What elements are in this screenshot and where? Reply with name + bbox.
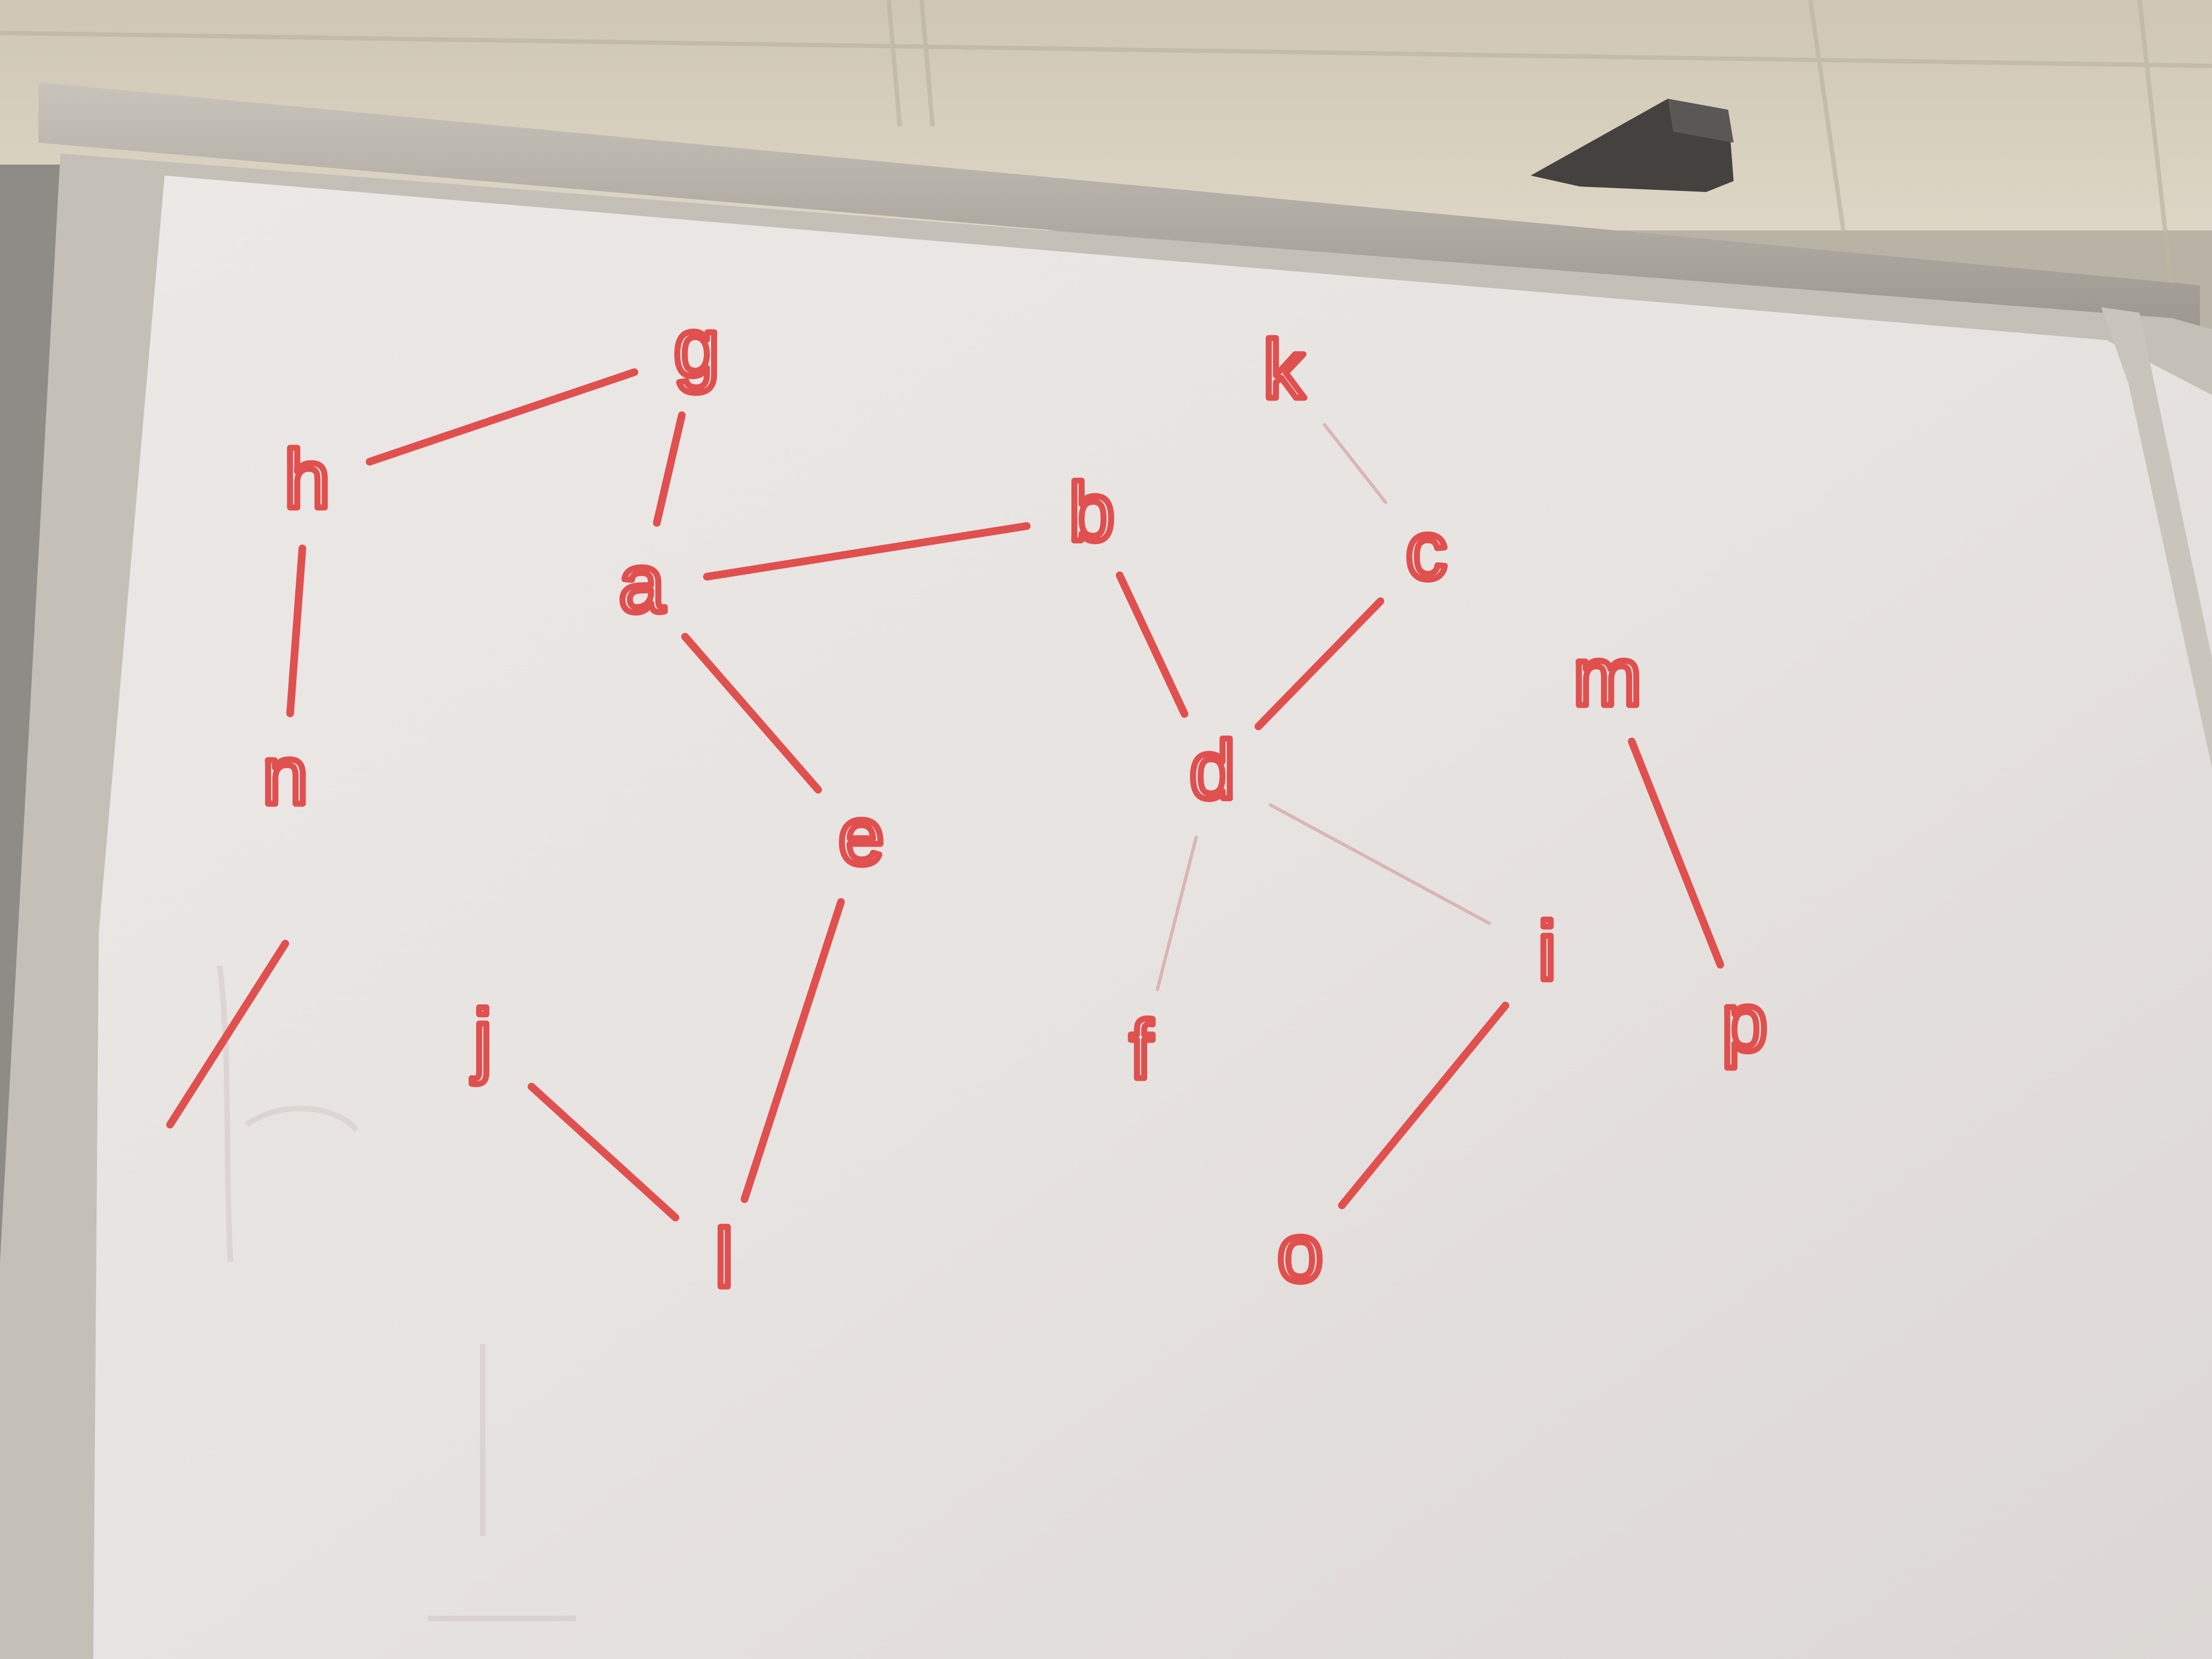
ceiling-grid [0,0,2212,297]
node-label-p: p [1722,976,1767,1068]
graph-nodes: g k h b c a m n d e i j f p o l [259,298,1770,1307]
edge-d-f [1155,836,1198,991]
ghost-residue [217,965,576,1621]
edge-h-n [286,544,307,718]
eraser [1531,99,1734,192]
edge-a-e [681,633,822,794]
node-label-l: l [715,1212,733,1304]
edge-b-d [1115,571,1189,718]
board-surface [93,176,2212,1659]
node-label-d: d [1189,724,1235,816]
node-label-i: i [1538,905,1556,997]
edge-h-g [365,368,639,466]
edge-c-d [1254,597,1385,731]
board-top-rail [38,82,2200,329]
edge-e-l [741,898,845,1203]
edge-i-o [1338,1001,1510,1210]
stray-mark [166,940,289,1128]
node-label-b: b [1069,466,1114,558]
board-right-frame [2101,307,2212,768]
node-label-m: m [1573,630,1642,723]
edge-m-p [1628,737,1724,969]
edge-a-b [703,522,1031,581]
node-label-g: g [674,301,719,393]
node-label-k: k [1263,323,1305,415]
node-label-n: n [262,729,308,821]
node-label-e: e [838,789,884,882]
node-label-a: a [619,537,665,629]
node-label-c: c [1406,504,1447,596]
edge-j-l [527,1082,680,1222]
node-label-h: h [284,433,330,525]
graph-edges [286,368,1724,1222]
edge-g-a [653,411,686,527]
node-label-o: o [1277,1206,1323,1299]
node-label-j: j [471,992,492,1085]
node-label-f: f [1130,1003,1153,1096]
edge-k-c [1323,423,1387,504]
edge-d-i [1268,803,1491,925]
